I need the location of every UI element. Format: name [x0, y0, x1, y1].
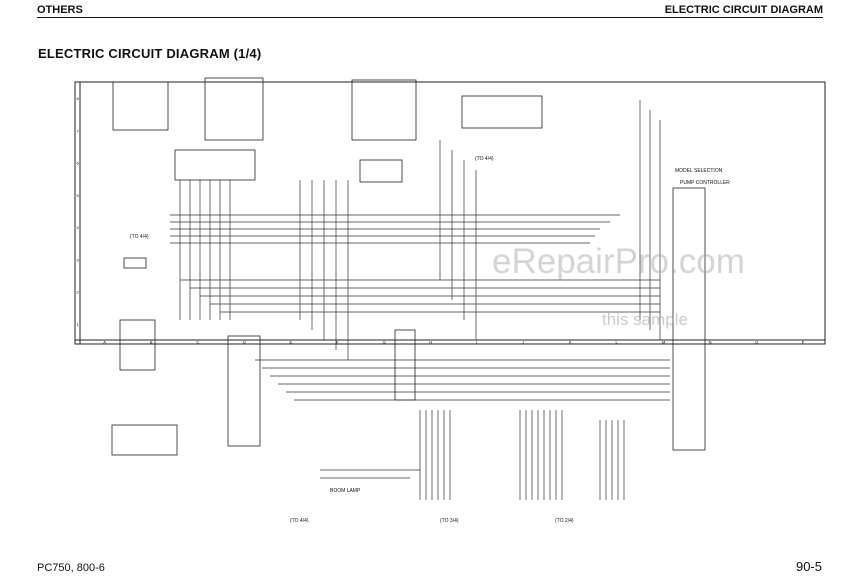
- col-marker: J: [522, 340, 524, 345]
- page-title: ELECTRIC CIRCUIT DIAGRAM (1/4): [38, 46, 262, 61]
- row-marker: 5: [77, 193, 80, 198]
- label-to-4-bottom: (TO 4/4): [290, 518, 309, 524]
- harness-drop-a: [419, 410, 451, 500]
- row-marker: 4: [77, 225, 80, 230]
- label-model-selection: MODEL SELECTION: [675, 168, 723, 174]
- col-marker: F: [336, 340, 339, 345]
- harness-lower: [255, 359, 670, 401]
- relay-feed-lines: [179, 180, 231, 320]
- col-marker: A: [103, 340, 106, 345]
- lever-switch-box: [351, 79, 417, 141]
- row-marker: 3: [77, 257, 80, 262]
- watermark: eRepairPro.com: [492, 242, 745, 281]
- harness-middle: [180, 279, 660, 313]
- col-marker: L: [615, 340, 618, 345]
- fuse-table-box: [112, 81, 169, 131]
- model-number: PC750, 800-6: [37, 562, 105, 574]
- harness-vertical-a: [299, 180, 349, 360]
- col-marker: I: [476, 340, 477, 345]
- row-marker: 1: [77, 322, 80, 327]
- col-marker: P: [802, 340, 805, 345]
- col-marker: K: [569, 340, 572, 345]
- boom-lamp-wires: [320, 469, 420, 479]
- col-marker: O: [755, 340, 758, 345]
- diagram-frame: [74, 81, 826, 345]
- relay-box-left: [119, 319, 156, 371]
- col-marker: N: [709, 340, 712, 345]
- col-marker: M: [662, 340, 665, 345]
- row-marker: 8: [77, 96, 80, 101]
- row-marker: 7: [77, 128, 80, 133]
- label-boom-lamp: BOOM LAMP: [330, 488, 361, 494]
- row-marker: 6: [77, 161, 80, 166]
- page-number: 90-5: [795, 559, 822, 574]
- relay-box: [204, 77, 264, 141]
- col-marker: D: [243, 340, 246, 345]
- col-marker: E: [290, 340, 293, 345]
- pump-holding-switch: [461, 95, 543, 129]
- harness-drop-b: [519, 410, 563, 500]
- harness-drop-c: [599, 420, 625, 500]
- label-to-4-left: (TO 4/4): [130, 234, 149, 240]
- label-to-4-top: (TO 4/4): [475, 156, 494, 162]
- label-to-3-bottom: (TO 3/4): [440, 518, 459, 524]
- pump-controller-connector: [672, 187, 706, 451]
- header-title: ELECTRIC CIRCUIT DIAGRAM: [664, 4, 823, 16]
- relay-array: [174, 149, 256, 181]
- label-pump-controller: PUMP CONTROLLER: [680, 180, 730, 186]
- rvrb-box: [123, 257, 147, 269]
- watermark-note: this sample: [602, 310, 688, 329]
- row-marker: 2: [77, 290, 80, 295]
- connector-center: [227, 335, 261, 447]
- fuse-box: [359, 159, 403, 183]
- section-label: OTHERS: [37, 4, 83, 16]
- col-marker: G: [383, 340, 386, 345]
- harness-vertical-b: [439, 140, 477, 340]
- col-marker: B: [150, 340, 153, 345]
- header-rule: [37, 17, 823, 18]
- boom-limit-switch: [111, 424, 178, 456]
- label-to-2-bottom: (TO 2/4): [555, 518, 574, 524]
- col-marker: H: [429, 340, 432, 345]
- col-marker: C: [196, 340, 199, 345]
- harness-vertical-c: [639, 100, 661, 340]
- harness-upper: [170, 214, 620, 244]
